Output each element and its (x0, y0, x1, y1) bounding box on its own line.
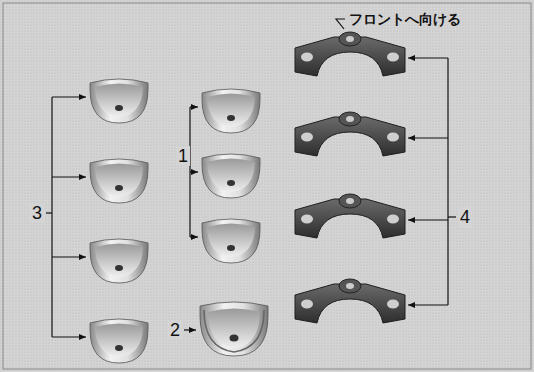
callout-number: 3 (30, 203, 44, 223)
callout-number: 2 (168, 320, 182, 340)
callout-number: 4 (458, 207, 472, 227)
callout-number: 1 (176, 146, 190, 166)
orientation-note: フロントへ向ける (347, 11, 463, 27)
